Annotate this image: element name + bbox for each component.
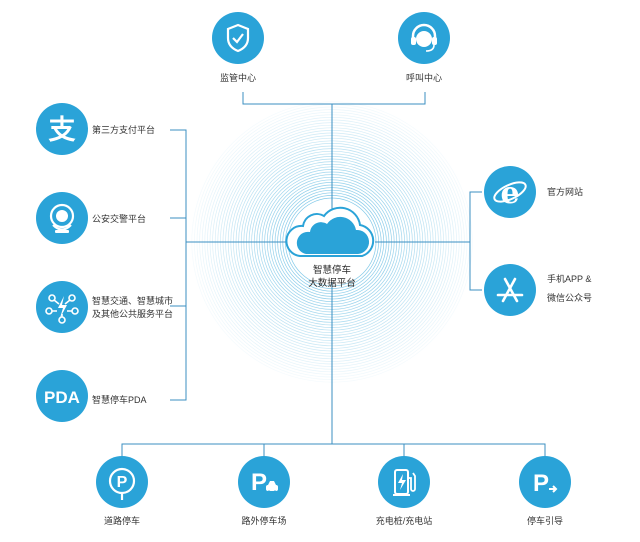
browser-e-icon: e	[484, 166, 536, 218]
right-label-app: 手机APP & 微信公众号	[547, 273, 592, 305]
right-label-app-line2: 微信公众号	[547, 293, 593, 303]
svg-text:P: P	[533, 470, 549, 497]
police-badge-icon	[36, 192, 88, 244]
bottom-label-offstreet: 路外停车场	[241, 516, 287, 526]
top-label-callcenter: 呼叫中心	[405, 73, 443, 83]
cloud-icon	[285, 206, 375, 257]
center-label-line2: 大数据平台	[308, 278, 356, 289]
charging-station-icon	[378, 456, 430, 508]
left-label-smart-city-line2: 及其他公共服务平台	[92, 309, 174, 319]
right-label-app-line1: 手机APP &	[547, 274, 592, 284]
center-label-line1: 智慧停车	[312, 265, 352, 276]
left-label-police: 公安交警平台	[92, 214, 147, 224]
center-platform-label: 智慧停车 大数据平台	[308, 264, 356, 290]
pda-icon: PDA	[36, 370, 88, 422]
left-label-smart-city: 智慧交通、智慧城市 及其他公共服务平台	[92, 295, 173, 321]
bottom-label-charging: 充电桩/充电站	[375, 516, 433, 526]
bottom-connector	[121, 282, 546, 456]
bottom-label-street: 道路停车	[103, 516, 141, 526]
svg-text:P: P	[251, 469, 267, 496]
left-label-pda: 智慧停车PDA	[92, 395, 147, 405]
left-connector	[170, 129, 290, 401]
alipay-icon: 支	[36, 103, 88, 155]
shield-check-icon	[212, 12, 264, 64]
parking-guide-icon: P	[519, 456, 571, 508]
bottom-label-guide: 停车引导	[526, 516, 564, 526]
parking-car-icon: P	[238, 456, 290, 508]
app-store-icon	[484, 264, 536, 316]
headset-icon	[398, 12, 450, 64]
svg-text:P: P	[117, 474, 128, 491]
right-label-website: 官方网站	[547, 187, 584, 197]
network-bolt-icon	[36, 281, 88, 333]
svg-text:支: 支	[49, 115, 76, 146]
right-connector	[375, 191, 482, 291]
pda-icon-text: PDA	[44, 388, 80, 407]
left-label-payment: 第三方支付平台	[92, 125, 156, 135]
top-label-supervision: 监管中心	[219, 73, 257, 83]
parking-circle-icon: P	[96, 456, 148, 508]
top-connector	[242, 92, 426, 210]
left-label-smart-city-line1: 智慧交通、智慧城市	[92, 296, 174, 306]
svg-text:e: e	[500, 176, 519, 211]
